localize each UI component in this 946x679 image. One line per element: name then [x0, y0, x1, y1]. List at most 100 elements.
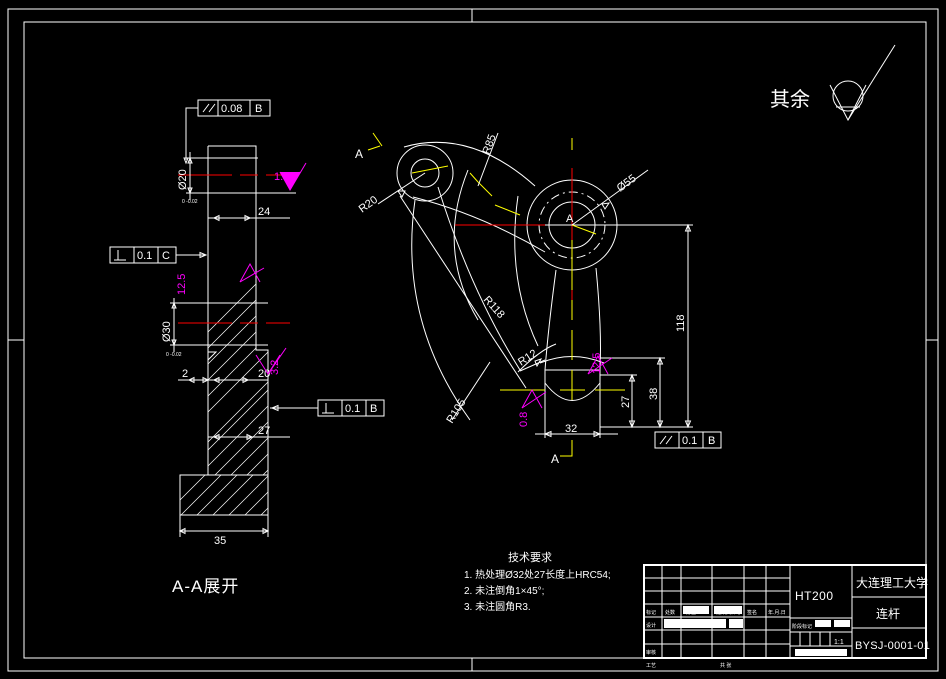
- parallelism-datum-top: B: [255, 103, 262, 115]
- dim-27-main: 27: [600, 373, 637, 429]
- parallelism-frame-top: 0.08 B: [183, 99, 271, 165]
- title-block: 标记 处数 分区 更改文件号 签名 年.月.日 设计 审核 工艺 共 张 HT2…: [643, 564, 930, 669]
- perpendicularity-frame-left: 0.1 C: [109, 246, 208, 264]
- title-block-revision-grid: [643, 564, 791, 659]
- perp-tol-left: 0.1: [137, 250, 152, 262]
- role-0: 设计: [646, 622, 656, 629]
- title-block-middle: HT200 阶段标记 1:1: [789, 564, 853, 659]
- remainder-roughness-note: 其余: [770, 44, 896, 122]
- roughness-1-6: 1.6: [256, 162, 307, 194]
- roughness-3-2: 3.2: [255, 347, 287, 375]
- dim-r85: R85: [477, 132, 499, 187]
- perpendicularity-frame-right: 0.1 B: [270, 399, 385, 417]
- dim-38-text: 38: [648, 388, 660, 400]
- university-name: 大连理工大学: [856, 575, 928, 590]
- dim-35-group: 35: [178, 515, 270, 547]
- dim-32: 32: [535, 400, 618, 438]
- drawing-number: BYSJ-0001-01: [855, 640, 930, 652]
- main-view-connecting-rod: A A A R20 R85 R118 R12: [355, 132, 722, 466]
- dim-r85-text: R85: [481, 133, 499, 156]
- material-value: HT200: [795, 589, 834, 603]
- rev-h-5: 年.月.日: [768, 609, 786, 616]
- role-label-column: 设计 审核 工艺 共 张: [646, 622, 731, 669]
- rod-lower-arm: [399, 186, 557, 389]
- parallelism-bottom-datum: B: [708, 435, 715, 447]
- tech-req-heading: 技术要求: [508, 551, 552, 564]
- dim-dia20: Ø20: [177, 169, 189, 190]
- parallelism-frame-bottom: 0.1 B: [654, 431, 722, 449]
- section-mark-a-bottom: A: [551, 452, 559, 466]
- stage-label: 阶段标记: [792, 623, 812, 630]
- count-label: 共 张: [720, 662, 731, 669]
- construction-arcs: [411, 169, 539, 421]
- roughness-main-12-5: 12.5: [587, 353, 613, 375]
- role-1: 审核: [646, 649, 656, 656]
- dim-dia30: Ø30: [161, 321, 173, 342]
- section-view-aa: Ø20 0 -0.02 Ø30 0 -0.02 24 2: [109, 99, 385, 596]
- technical-requirements: 技术要求 1. 热处理Ø32处27长度上HRC54; 2. 未注倒角1×45°;…: [464, 551, 611, 613]
- dim-20: 20: [258, 368, 270, 380]
- roughness-main-0-8-text: 0.8: [518, 412, 530, 427]
- rev-h-1: 处数: [665, 609, 675, 616]
- dim-r20: R20: [357, 172, 426, 216]
- dia20-tol: 0 -0.02: [182, 199, 198, 205]
- dim-118: 118: [600, 223, 693, 429]
- section-view-caption: A-A展开: [172, 577, 239, 596]
- annotation-lines: [372, 132, 625, 457]
- dim-38: 38: [600, 356, 665, 429]
- dim-27-group: 27: [208, 425, 290, 441]
- sheet-frame: [7, 8, 939, 672]
- dim-2: 2: [182, 368, 188, 380]
- dim-118-text: 118: [675, 314, 687, 332]
- dim-r12-text: R12: [516, 347, 539, 368]
- dim-r118: R118: [481, 294, 507, 321]
- filled-fields: [664, 606, 743, 628]
- dim-dia55: Ø55: [571, 169, 649, 226]
- dia30-tol: 0 -0.02: [166, 352, 182, 358]
- dim-r118-text: R118: [481, 294, 507, 321]
- tech-req-item-2: 2. 未注倒角1×45°;: [464, 584, 544, 597]
- parallelism-tol-top: 0.08: [221, 103, 242, 115]
- center-label-a: A: [566, 213, 574, 225]
- dim-24-group: 24: [208, 206, 290, 222]
- small-eye: [396, 144, 454, 202]
- scale-value: 1:1: [834, 639, 844, 646]
- dim-r105-text: R105: [444, 397, 468, 426]
- dim-35: 35: [214, 535, 226, 547]
- tech-req-item-3: 3. 未注圆角R3.: [464, 600, 531, 613]
- roughness-12-5: 12.5: [176, 262, 265, 295]
- section-hatching-upper: [208, 146, 268, 475]
- rev-h-4: 签名: [747, 609, 757, 616]
- bore-dim-lower: Ø30 0 -0.02: [161, 298, 268, 358]
- roughness-main-12-5-text: 12.5: [591, 353, 603, 374]
- dim-27-main-text: 27: [620, 396, 632, 408]
- dim-24: 24: [258, 206, 270, 218]
- remainder-label: 其余: [770, 88, 810, 111]
- roughness-value-3-2: 3.2: [269, 360, 281, 375]
- section-mark-a-top: A: [355, 145, 381, 161]
- part-name: 连杆: [876, 606, 900, 621]
- dim-r12: R12: [516, 347, 546, 372]
- rod-stem: [544, 267, 601, 401]
- dim-r20-text: R20: [357, 194, 380, 216]
- roughness-value-1-6: 1.6: [274, 171, 289, 183]
- bore-dim-upper: Ø20 0 -0.02: [177, 152, 268, 205]
- perp-tol-right: 0.1: [345, 403, 360, 415]
- rod-upper-arm: [403, 141, 546, 253]
- rev-h-0: 标记: [646, 609, 656, 616]
- surface-roughness-unmachined-icon: [829, 44, 896, 122]
- section-label-a-top: A: [355, 147, 363, 161]
- tech-req-item-1: 1. 热处理Ø32处27长度上HRC54;: [464, 568, 611, 581]
- dim-dia55-text: Ø55: [615, 172, 639, 194]
- parallelism-bottom-tol: 0.1: [682, 435, 697, 447]
- perp-datum-right: B: [370, 403, 377, 415]
- section-label-a-bottom: A: [551, 452, 559, 466]
- center-lines-section: [178, 174, 290, 324]
- roughness-value-12-5: 12.5: [176, 274, 188, 295]
- roughness-main-0-8: 0.8: [518, 388, 547, 427]
- role-2: 工艺: [646, 663, 656, 669]
- title-block-right: 大连理工大学 连杆 BYSJ-0001-01: [851, 564, 930, 659]
- perp-datum-left: C: [162, 250, 170, 262]
